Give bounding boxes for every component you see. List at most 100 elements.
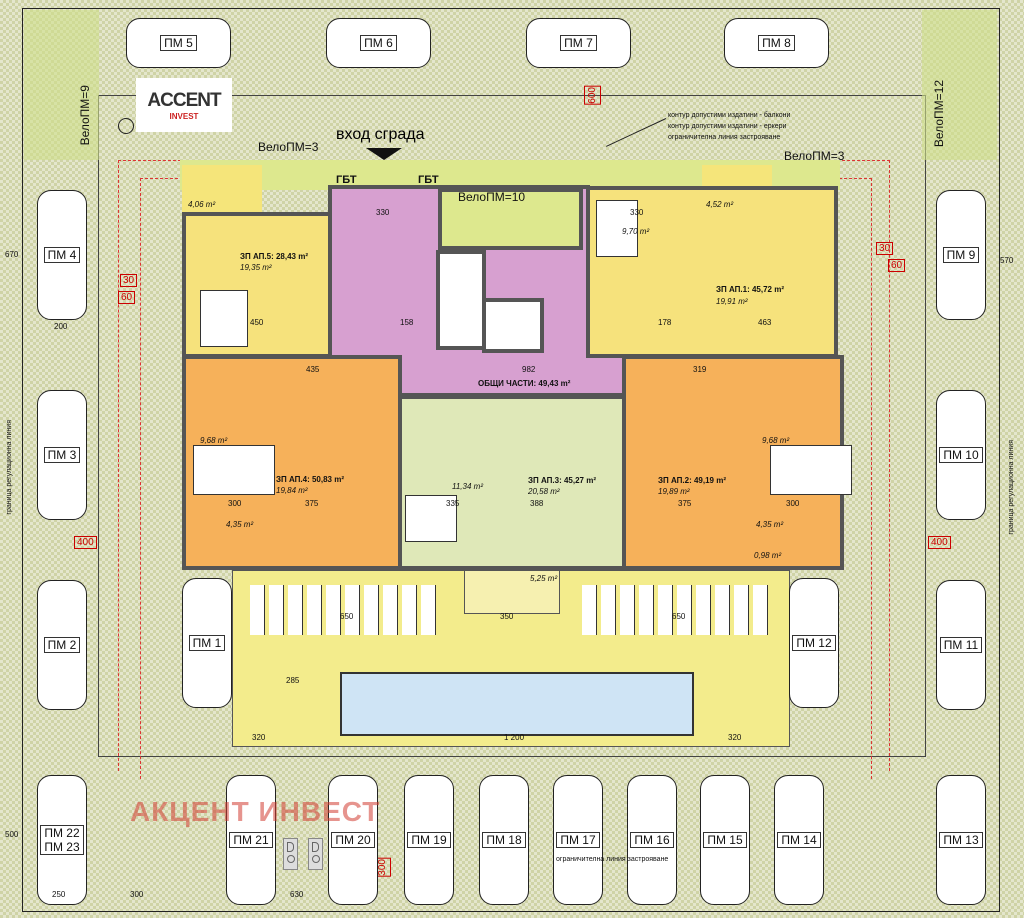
- parking-pm20[interactable]: ПМ 20: [328, 775, 378, 905]
- ap5-living: 19,35 m²: [240, 263, 272, 272]
- parking-pm15[interactable]: ПМ 15: [700, 775, 750, 905]
- bike-left: ВелоПМ=3: [258, 140, 319, 154]
- dim-463: 463: [758, 318, 772, 327]
- dim-570: 570: [1000, 256, 1014, 265]
- tag-60-right: 60: [888, 259, 906, 272]
- dim-335: 335: [446, 499, 460, 508]
- parking-label: ПМ 10: [939, 447, 983, 463]
- parking-pm17[interactable]: ПМ 17: [553, 775, 603, 905]
- north-arrow-icon: [118, 118, 134, 134]
- parking-label: ПМ 8: [758, 35, 795, 51]
- entrance-label: вход сграда: [336, 126, 425, 143]
- stairs: [436, 250, 486, 350]
- dim-630: 630: [290, 890, 304, 899]
- bed: [193, 445, 275, 495]
- dim-285: 285: [286, 676, 300, 685]
- parking-pm8[interactable]: ПМ 8: [724, 18, 829, 68]
- ap2-terrace: 4,35 m²: [756, 520, 784, 529]
- bike-right: ВелоПМ=3: [784, 149, 845, 163]
- parking-pm1[interactable]: ПМ 1: [182, 578, 232, 708]
- bed: [596, 200, 638, 257]
- elevator: [482, 298, 544, 353]
- parking-label: ПМ 12: [792, 635, 836, 651]
- parking-label: ПМ 6: [360, 35, 397, 51]
- parking-pm12[interactable]: ПМ 12: [789, 578, 839, 708]
- pool: [340, 672, 694, 736]
- dim-1200: 1 200: [504, 733, 525, 742]
- tag-30: 30: [120, 274, 138, 287]
- dim-388: 388: [530, 499, 544, 508]
- logo-text: ACCENT: [147, 90, 221, 111]
- ap5-label: ЗП АП.5: 28,43 m²: [240, 252, 308, 261]
- parking-pm7[interactable]: ПМ 7: [526, 18, 631, 68]
- ap4-bedroom: 9,68 m²: [200, 436, 228, 445]
- parking-pm6[interactable]: ПМ 6: [326, 18, 431, 68]
- parking-pm11[interactable]: ПМ 11: [936, 580, 986, 710]
- parking-pm21[interactable]: ПМ 21: [226, 775, 276, 905]
- parking-pm4[interactable]: ПМ 4: [37, 190, 87, 320]
- logo: ACCENT INVEST: [136, 78, 232, 132]
- ap5-terrace: 4,06 m²: [188, 200, 216, 209]
- parking-pm10[interactable]: ПМ 10: [936, 390, 986, 520]
- parking-pm3[interactable]: ПМ 3: [37, 390, 87, 520]
- tag-30-right: 30: [876, 242, 894, 255]
- bed: [405, 495, 457, 542]
- parking-pm14[interactable]: ПМ 14: [774, 775, 824, 905]
- parking-pm19[interactable]: ПМ 19: [404, 775, 454, 905]
- tag-600: 600: [584, 86, 601, 105]
- dim-670: 670: [5, 250, 19, 259]
- dim-320: 320: [252, 733, 266, 742]
- dim-300-bottom: 300: [130, 890, 144, 899]
- ap1-label: ЗП АП.1: 45,72 m²: [716, 285, 784, 294]
- parking-label: ПМ 2: [43, 637, 81, 653]
- dim-450: 450: [250, 318, 264, 327]
- parking-label: ПМ 22 ПМ 23: [40, 825, 84, 855]
- sofa: [200, 290, 248, 347]
- ap3-label: ЗП АП.3: 45,27 m²: [528, 476, 596, 485]
- ap1-bedroom: 9,70 m²: [622, 227, 650, 236]
- dim-350: 350: [500, 612, 514, 621]
- parking-pm22-23[interactable]: ПМ 22 ПМ 23: [37, 775, 87, 905]
- ap4-terrace: 4,35 m²: [226, 520, 254, 529]
- legend-bay: контур допустими издатини - еркери: [668, 123, 787, 130]
- tag-400-left: 400: [74, 536, 97, 549]
- build-limit-label: ограничителна линия застрояване: [556, 856, 669, 863]
- dim-375-r: 375: [678, 499, 692, 508]
- parking-pm13[interactable]: ПМ 13: [936, 775, 986, 905]
- ap3-bedroom: 11,34 m²: [452, 482, 483, 491]
- yard-area: 5,25 m²: [530, 574, 558, 583]
- parking-label: ПМ 18: [482, 832, 526, 848]
- regulation-line-label-right: граница регулационна линия: [1008, 440, 1015, 535]
- sunbeds-right: [582, 585, 772, 635]
- parking-pm16[interactable]: ПМ 16: [627, 775, 677, 905]
- watermark: АКЦЕНТ ИНВЕСТ: [130, 796, 381, 827]
- gbt-left: ГБТ: [336, 174, 357, 186]
- corner-ne-green: [922, 10, 997, 160]
- legend-limit: ограничителна линия застрояване: [668, 134, 781, 141]
- dim-435: 435: [306, 365, 320, 374]
- site-boundary: [22, 8, 1000, 912]
- sunbeds-left: [250, 585, 440, 635]
- parking-label: ПМ 17: [556, 832, 600, 848]
- parking-pm2[interactable]: ПМ 2: [37, 580, 87, 710]
- parking-label: ПМ 14: [777, 832, 821, 848]
- legend-balconies: контур допустими издатини - балкони: [668, 112, 791, 119]
- dim-300-r: 300: [786, 499, 800, 508]
- ap2-balcony: 0,98 m²: [754, 551, 782, 560]
- parking-label: ПМ 13: [939, 832, 983, 848]
- logo-sub: INVEST: [169, 112, 199, 121]
- ap1-terrace: 4,52 m²: [706, 200, 734, 209]
- dim-650: 650: [340, 612, 354, 621]
- tag-400-right: 400: [928, 536, 951, 549]
- bike-room: [438, 188, 583, 250]
- parking-pm5[interactable]: ПМ 5: [126, 18, 231, 68]
- dim-375: 375: [305, 499, 319, 508]
- gbt-right: ГБТ: [418, 174, 439, 186]
- ap2-label: ЗП АП.2: 49,19 m²: [658, 476, 726, 485]
- parking-pm18[interactable]: ПМ 18: [479, 775, 529, 905]
- parking-label: ПМ 15: [703, 832, 747, 848]
- dim-330: 330: [376, 208, 390, 217]
- parking-label: ПМ 20: [331, 832, 375, 848]
- corner-nw-green: [24, 10, 99, 160]
- parking-pm9[interactable]: ПМ 9: [936, 190, 986, 320]
